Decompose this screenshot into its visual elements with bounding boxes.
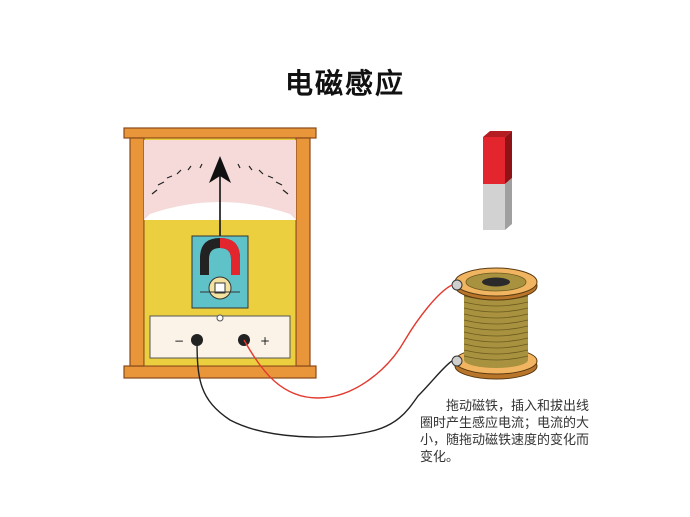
magnet-south-pole <box>483 184 505 230</box>
meter-pivot <box>214 282 226 294</box>
coil-core-hole <box>482 277 510 287</box>
coil-terminal-bottom[interactable] <box>451 355 463 367</box>
coil-terminal-top[interactable] <box>451 279 463 291</box>
galvanometer: − + <box>123 127 317 379</box>
caption: 拖动磁铁，插入和拔出线 圈时产生感应电流；电流的大 小，随拖动磁铁速度的变化而 … <box>420 398 610 466</box>
red-wire <box>243 284 453 399</box>
page-title: 电磁感应 <box>284 67 405 100</box>
coil <box>451 267 538 380</box>
bar-magnet[interactable] <box>483 131 512 230</box>
meter-horseshoe-magnet-red <box>220 238 240 275</box>
caption-line: 拖动磁铁，插入和拔出线 <box>446 399 590 414</box>
meter-left-post <box>129 137 145 367</box>
magnet-north-pole <box>483 137 505 184</box>
meter-panel-screw <box>216 314 224 322</box>
meter-terminal-panel <box>149 315 291 359</box>
caption-line: 小，随拖动磁铁速度的变化而 <box>420 433 590 448</box>
meter-base <box>123 365 317 379</box>
meter-right-post <box>295 137 311 367</box>
caption-line: 变化。 <box>420 450 460 465</box>
black-wire <box>196 339 453 438</box>
meter-top-cap <box>123 127 317 139</box>
meter-needle-arrowhead <box>209 156 231 183</box>
magnet-south-side <box>505 178 512 230</box>
caption-line: 圈时产生感应电流；电流的大 <box>420 416 590 431</box>
magnet-north-side <box>505 131 512 184</box>
negative-terminal-label: − <box>174 334 184 348</box>
positive-terminal-label: + <box>260 334 270 348</box>
meter-scale-ticks <box>151 163 289 195</box>
magnet-north-top <box>483 131 512 137</box>
